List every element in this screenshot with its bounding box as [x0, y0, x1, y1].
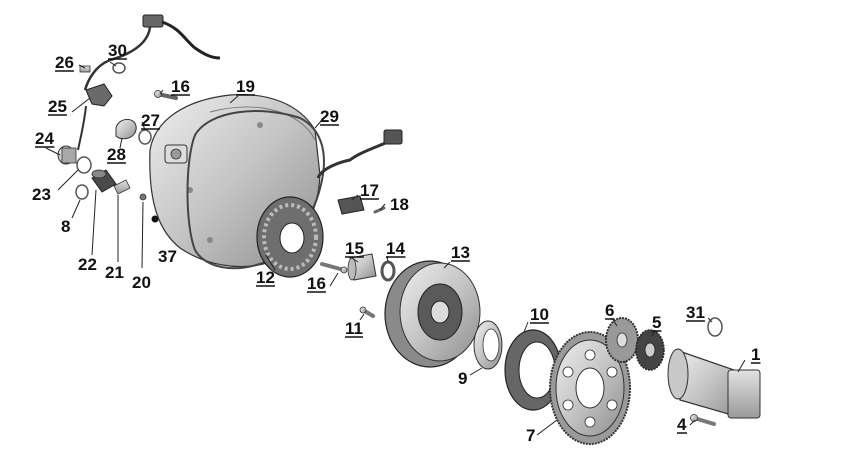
- part-14-washer: [380, 260, 396, 282]
- part-24-plug: [57, 145, 77, 165]
- callout-24: 24: [35, 129, 54, 148]
- part-11-bolt: [359, 306, 375, 318]
- callout-18: 18: [390, 195, 409, 214]
- part-10-ring: [504, 329, 562, 411]
- part-22-bushing: [91, 169, 117, 193]
- part-26-bolt: [79, 65, 91, 73]
- part-30-oring: [112, 62, 126, 74]
- callout-23: 23: [32, 185, 51, 204]
- callout-16-lower: 16: [307, 274, 326, 293]
- callout-31: 31: [686, 303, 705, 322]
- callout-20: 20: [132, 273, 151, 292]
- callout-8: 8: [61, 217, 70, 236]
- part-1-starter-motor: [667, 348, 761, 419]
- part-27-oring: [138, 129, 152, 145]
- callout-13: 13: [451, 243, 470, 262]
- part-25-sensor: [77, 83, 113, 151]
- callout-1: 1: [751, 345, 760, 364]
- part-31-oring: [707, 317, 723, 337]
- callout-17: 17: [360, 181, 379, 200]
- callout-underlines: [35, 58, 761, 434]
- callout-11: 11: [345, 319, 363, 338]
- callout-5: 5: [652, 313, 661, 332]
- part-12-stator: [256, 196, 324, 278]
- callout-10: 10: [530, 305, 549, 324]
- part-37-ball: [151, 215, 159, 223]
- part-20-washer: [139, 193, 147, 201]
- part-9-bearing: [473, 320, 503, 370]
- part-21-pin: [113, 179, 131, 195]
- part-5-gear: [635, 329, 665, 371]
- callout-7: 7: [526, 426, 535, 445]
- callout-6: 6: [605, 301, 614, 320]
- part-28-plug: [115, 119, 137, 140]
- callout-12: 12: [256, 268, 275, 287]
- callout-37: 37: [158, 247, 177, 266]
- callout-29: 29: [320, 107, 339, 126]
- sensor-cable: [83, 14, 221, 91]
- callout-26: 26: [55, 53, 74, 72]
- part-6-idler-gear: [605, 317, 639, 363]
- part-18-screw: [373, 206, 386, 214]
- callout-21: 21: [105, 263, 124, 282]
- part-17-harness: [316, 129, 403, 215]
- callout-4: 4: [677, 415, 687, 434]
- callout-labels: 26 30 25 16 19 27 28 29 24 23 8 17 18 22…: [32, 41, 760, 445]
- callout-30: 30: [108, 41, 127, 60]
- callout-16-top: 16: [171, 77, 190, 96]
- callout-9: 9: [458, 369, 467, 388]
- leader-lines: [45, 61, 746, 436]
- part-16-bolt-lower: [320, 262, 348, 274]
- part-7-ring-gear: [549, 331, 631, 445]
- part-23-oring: [76, 156, 92, 174]
- part-8-oring: [75, 184, 89, 200]
- part-13-rotor: [384, 260, 481, 368]
- callout-28: 28: [107, 145, 126, 164]
- callout-14: 14: [386, 239, 405, 258]
- callout-19: 19: [236, 77, 255, 96]
- callout-15: 15: [345, 239, 364, 258]
- callout-27: 27: [141, 111, 160, 130]
- part-16-bolt-top: [154, 90, 178, 100]
- part-4-bolt: [690, 414, 716, 426]
- callout-22: 22: [78, 255, 97, 274]
- callout-25: 25: [48, 97, 67, 116]
